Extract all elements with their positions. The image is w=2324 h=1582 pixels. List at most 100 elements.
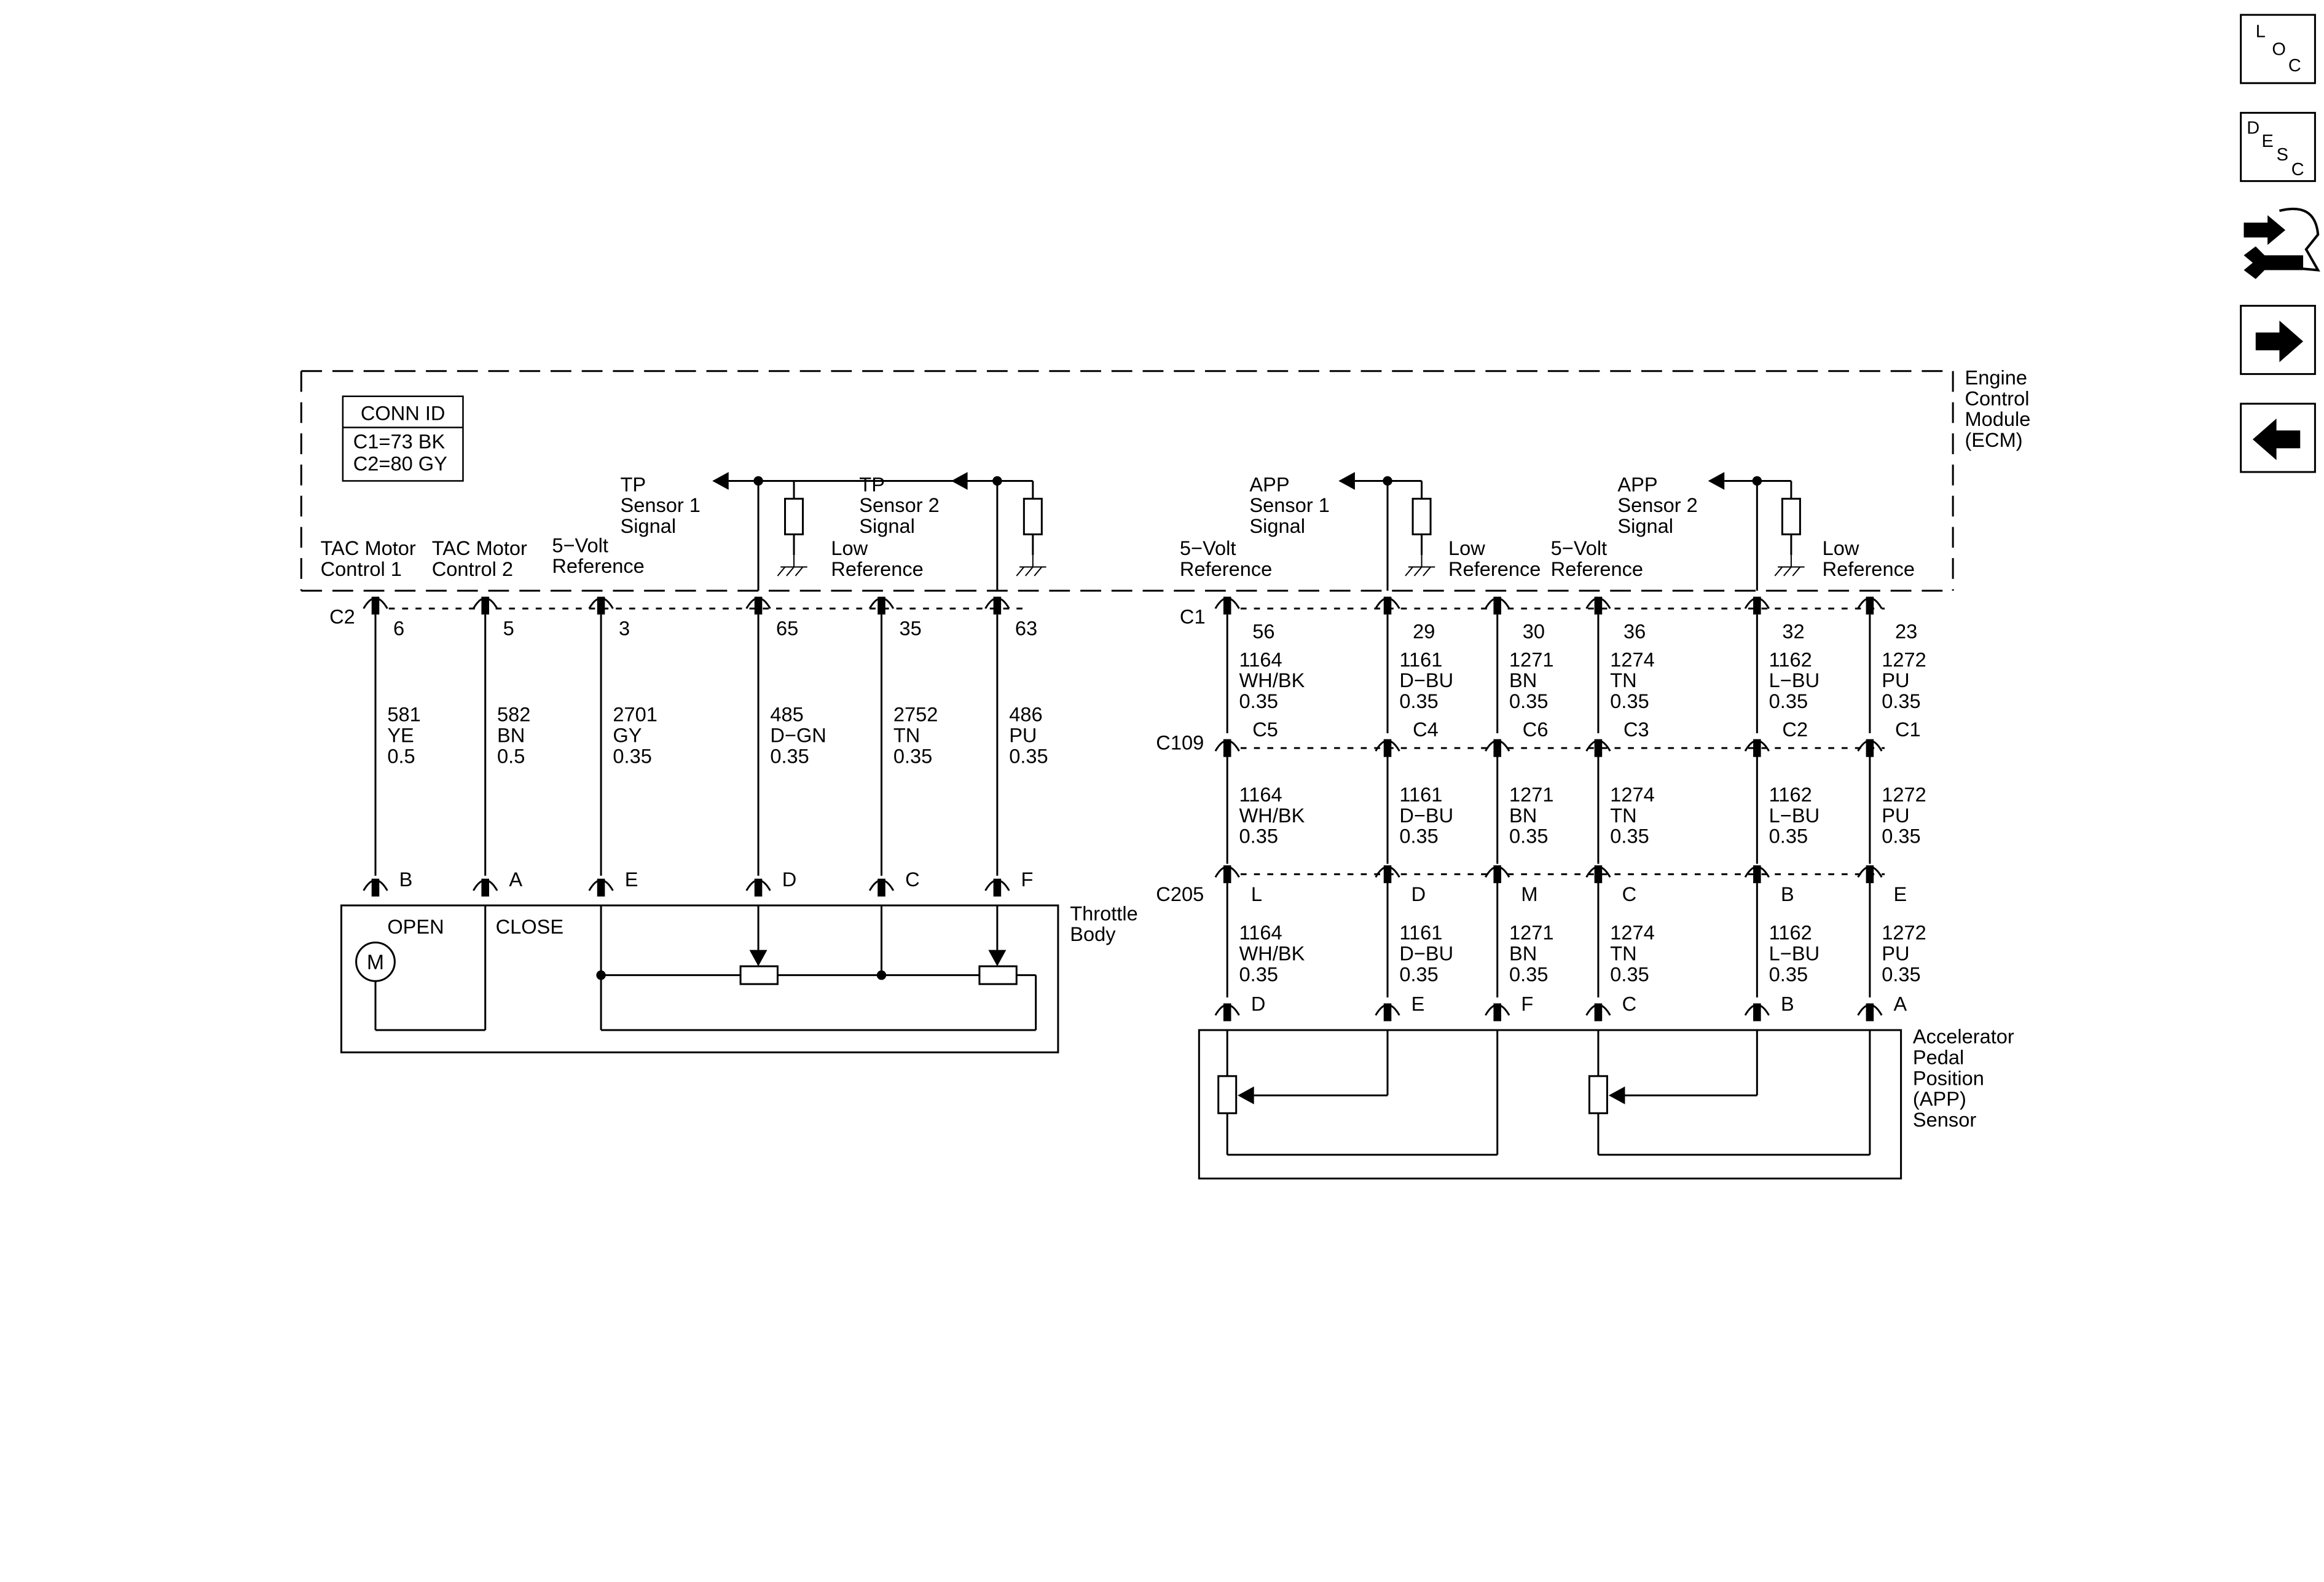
arrows-wrench-icon[interactable] (2244, 215, 2286, 245)
wire-gauge: 0.35 (1399, 690, 1438, 712)
ecm-pin-number: 56 (1252, 620, 1274, 642)
previous-button-frame[interactable] (2240, 403, 2316, 473)
device-pin-letter: D (1251, 993, 1266, 1015)
loc-button[interactable]: LOC (2240, 14, 2316, 84)
arrow-left-icon[interactable] (2252, 419, 2301, 460)
terminal-stem (1383, 865, 1392, 883)
wire-circuit-number: 582 (497, 703, 530, 726)
wire-circuit-number: 2752 (893, 703, 938, 726)
terminal-stem (371, 878, 380, 897)
c205-pin: D (1411, 883, 1426, 905)
low-reference-label: Reference (831, 557, 923, 580)
wire-color-code: TN (1610, 669, 1636, 691)
terminal-stem (1866, 865, 1874, 883)
open-label: OPEN (387, 915, 444, 938)
wire-gauge: 0.35 (1769, 690, 1808, 712)
wire-color-code: PU (1009, 724, 1037, 747)
ground-hatch (1423, 566, 1431, 577)
loc-button-frame[interactable] (2240, 14, 2316, 84)
arrow-right-icon[interactable] (2255, 320, 2304, 363)
wire-gauge: 0.35 (1882, 690, 1920, 712)
c109-pin: C3 (1623, 718, 1649, 741)
ground-hatch (1413, 566, 1423, 577)
loc-letter[interactable]: O (2272, 39, 2286, 59)
terminal-stem (1223, 596, 1231, 615)
device-pin-letter: B (399, 868, 413, 891)
wire-gauge: 0.35 (893, 744, 932, 767)
next-button[interactable] (2240, 304, 2316, 376)
wrench-icon[interactable] (2244, 246, 2304, 280)
wire-gauge: 0.35 (1610, 690, 1649, 712)
loc-letter[interactable]: C (2288, 56, 2301, 76)
ecm-label: Module (1965, 407, 2030, 430)
app-sensor-1-signal-arrow (1338, 471, 1355, 490)
device-pin-letter: A (509, 868, 522, 891)
previous-button[interactable] (2240, 403, 2316, 473)
desc-letter[interactable]: C (2291, 160, 2304, 179)
c205-pin: L (1251, 883, 1262, 905)
desc-letter[interactable]: E (2261, 132, 2273, 151)
tac-motor-control-2-label: TAC Motor (432, 537, 527, 559)
c109-pin: C4 (1413, 718, 1439, 741)
device-pin-letter: F (1021, 868, 1034, 891)
terminal-stem (1594, 596, 1603, 615)
low-reference-label: Low (831, 537, 868, 559)
device-pin-letter: D (782, 868, 797, 891)
wire-circuit-number: 1161 (1399, 783, 1442, 806)
wire-gauge: 0.35 (1239, 690, 1278, 712)
loc-letter[interactable]: L (2256, 22, 2266, 41)
wire-circuit-number: 486 (1009, 703, 1042, 726)
wire-color-code: PU (1882, 669, 1909, 691)
desc-button-frame[interactable] (2240, 112, 2316, 183)
tp-sensor-1-signal-label: Signal (620, 514, 676, 537)
pullup-resistor (784, 497, 804, 535)
pullup-resistor (1781, 497, 1801, 535)
wire-color-code: PU (1882, 942, 1909, 965)
app-sensor-label: Pedal (1913, 1046, 1964, 1069)
app-sensor-label: Sensor (1913, 1108, 1976, 1131)
wire-gauge: 0.35 (1509, 962, 1548, 985)
ecm-label: (ECM) (1965, 428, 2022, 451)
terminal-stem (371, 596, 380, 615)
wire-circuit-number: 2701 (613, 703, 658, 726)
ground-hatch (1783, 566, 1792, 577)
wire-circuit-number: 1272 (1882, 783, 1926, 806)
terminal-stem (1493, 596, 1502, 615)
app-sensor-2-signal-label: APP (1617, 473, 1657, 495)
wire-color-code: WH/BK (1239, 669, 1305, 691)
app-sensor-2-signal-arrow (1708, 471, 1725, 490)
five-volt-reference-label: 5−Volt (552, 533, 608, 556)
conn-id-title: CONN ID (361, 401, 446, 424)
ground-hatch (1405, 566, 1413, 577)
wire-circuit-number: 1164 (1239, 783, 1282, 806)
terminal-stem (1383, 739, 1392, 757)
conn-id-box (342, 395, 464, 482)
ecm-pin-number: 63 (1015, 617, 1037, 640)
diagnostics-button[interactable] (2244, 207, 2320, 280)
app-five-volt-reference-1-label: Reference (1180, 557, 1272, 580)
desc-letter[interactable]: S (2277, 145, 2288, 165)
throttle-body-label: Throttle (1070, 902, 1138, 924)
diagnostics-outline[interactable] (2279, 207, 2320, 272)
device-pin-letter: C (905, 868, 920, 891)
device-pin-letter: E (1411, 993, 1425, 1015)
close-label: CLOSE (496, 915, 564, 938)
device-pin-letter: A (1894, 993, 1907, 1015)
ground-hatch (1034, 566, 1043, 577)
terminal-stem (597, 596, 605, 615)
connector-c1-label: C1 (1180, 605, 1206, 628)
app-low-reference-2-label: Reference (1823, 557, 1915, 580)
wire-circuit-number: 1162 (1769, 783, 1812, 806)
desc-letter[interactable]: D (2247, 118, 2259, 138)
ecm-pin-number: 3 (619, 617, 630, 640)
c205-pin: E (1894, 883, 1907, 905)
terminal-stem (1594, 865, 1603, 883)
wire-gauge: 0.35 (1009, 744, 1048, 767)
app-five-volt-reference-2-label: 5−Volt (1551, 537, 1608, 559)
terminal-stem (481, 596, 489, 615)
motor-label: M (367, 951, 384, 974)
wire-gauge: 0.35 (613, 744, 651, 767)
wire-color-code: WH/BK (1239, 942, 1305, 965)
